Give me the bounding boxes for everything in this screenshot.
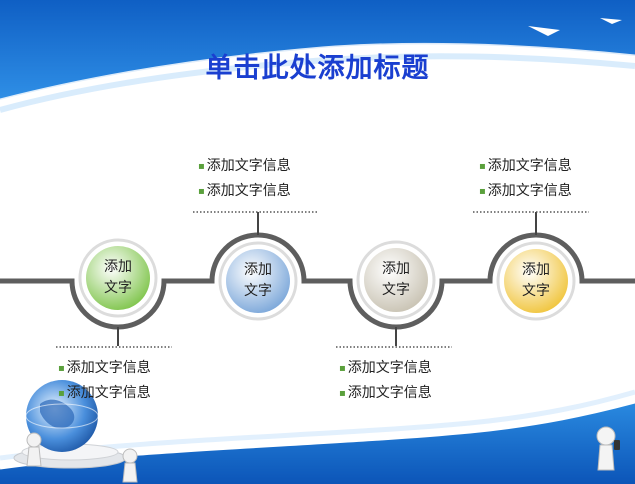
bullet-item[interactable]: ▪添加文字信息 [58,385,151,401]
bullet-marker: ▪ [198,161,205,172]
step-1-label[interactable]: 添加 文字 [104,259,132,296]
globe-icon [13,380,127,469]
dotted-lines [56,211,589,348]
bullet-marker: ▪ [339,388,346,399]
step-circle-3 [356,240,436,320]
step-circle-1 [78,238,158,318]
bullet-marker: ▪ [479,186,486,197]
step-4-bullets: ▪添加文字信息 ▪添加文字信息 [479,154,572,204]
step-3-bullets: ▪添加文字信息 ▪添加文字信息 [339,356,432,406]
bullet-item[interactable]: ▪添加文字信息 [58,360,151,376]
slide-title[interactable]: 单击此处添加标题 [205,53,430,84]
bullet-marker: ▪ [479,161,486,172]
timeline-path [0,232,635,330]
bullet-item[interactable]: ▪添加文字信息 [339,385,432,401]
bullet-marker: ▪ [339,363,346,374]
bullet-item[interactable]: ▪添加文字信息 [198,183,291,199]
bullet-marker: ▪ [198,186,205,197]
bullet-marker: ▪ [58,388,65,399]
step-3-label[interactable]: 添加 文字 [382,261,410,298]
connector-lines [117,212,537,346]
bullet-item[interactable]: ▪添加文字信息 [479,183,572,199]
step-2-bullets: ▪添加文字信息 ▪添加文字信息 [198,154,291,204]
bullet-item[interactable]: ▪添加文字信息 [339,360,432,376]
step-2-label[interactable]: 添加 文字 [244,262,272,299]
bullet-item[interactable]: ▪添加文字信息 [479,158,572,174]
figure-icon [26,426,620,483]
bullet-item[interactable]: ▪添加文字信息 [198,158,291,174]
step-4-label[interactable]: 添加 文字 [522,262,550,299]
bullet-marker: ▪ [58,363,65,374]
paper-plane-icon [528,18,622,36]
header-band [0,0,635,113]
step-1-bullets: ▪添加文字信息 ▪添加文字信息 [58,356,151,406]
step-circle-2 [218,241,298,321]
step-circle-4 [496,241,576,321]
